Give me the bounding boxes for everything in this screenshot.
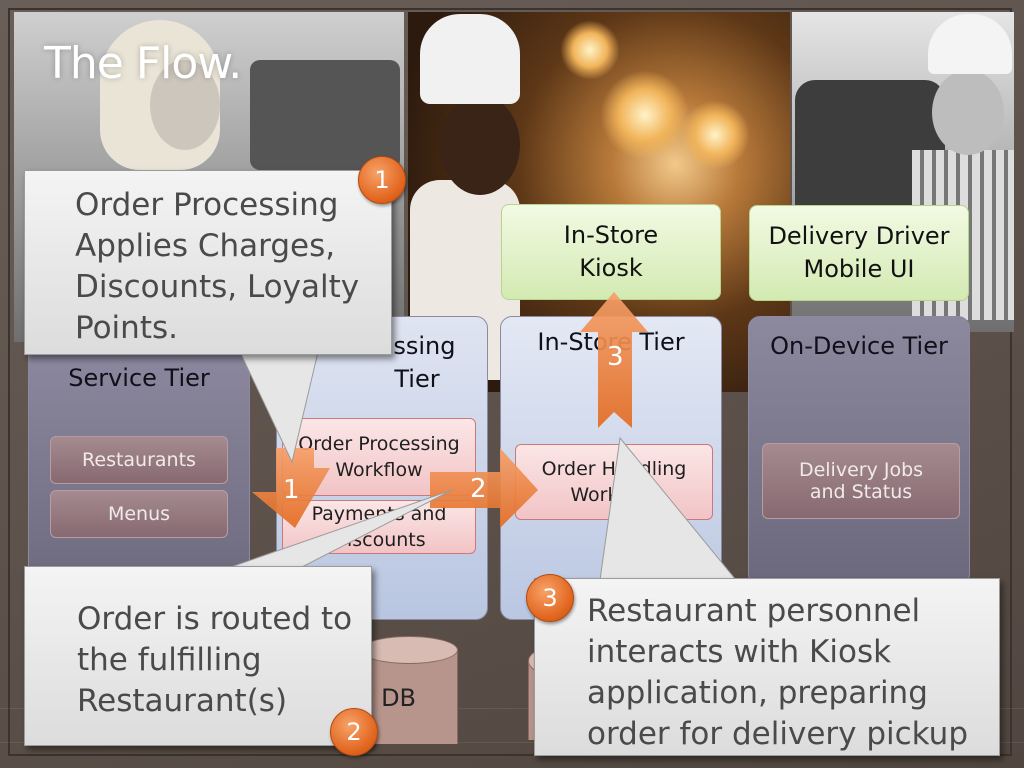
step-3-badge: 3 (526, 574, 574, 622)
in-store-kiosk-label: In-Store Kiosk (563, 221, 659, 282)
background-grid-line (0, 742, 1024, 743)
arrow-3-shape (580, 292, 648, 428)
on-device-tier-title: On-Device Tier (770, 332, 948, 360)
delivery-jobs-component: Delivery Jobs and Status (762, 443, 960, 519)
callout-order-processing: Order Processing Applies Charges, Discou… (24, 170, 392, 355)
callout-order-routing: Order is routed to the fulfilling Restau… (24, 566, 372, 746)
restaurants-component: Restaurants (50, 436, 228, 484)
background-grid-line (0, 708, 1024, 709)
menus-component: Menus (50, 490, 228, 538)
chef-hat-shape (420, 14, 520, 104)
slide-border (8, 8, 1012, 756)
callout-1-pointer (239, 351, 319, 464)
kitchen-light (560, 20, 620, 80)
menus-label: Menus (107, 503, 171, 525)
delivery-driver-ui-label: Delivery Driver Mobile UI (768, 222, 950, 283)
chef-face-shape (440, 95, 520, 195)
callout-restaurant-personnel: Restaurant personnel interacts with Kios… (534, 578, 1000, 756)
sofa-shape (250, 60, 400, 170)
restaurants-label: Restaurants (82, 449, 196, 471)
delivery-driver-ui-box: Delivery Driver Mobile UI (749, 205, 969, 301)
callout-2-pointer (227, 489, 453, 569)
arrow-2-shape (430, 448, 538, 528)
database-cylinder-top (360, 636, 458, 664)
callout-3-text: Restaurant personnel interacts with Kios… (587, 593, 968, 752)
arrow-1-number: 1 (283, 475, 300, 505)
customer-face-shape (150, 60, 220, 150)
step-2-badge: 2 (330, 708, 378, 756)
in-store-kiosk-box: In-Store Kiosk (501, 204, 721, 300)
driver-cap-shape (928, 14, 1012, 74)
slide-title: The Flow. (44, 38, 242, 89)
arrow-1-shape (252, 448, 330, 528)
callout-1-text: Order Processing Applies Charges, Discou… (75, 187, 360, 346)
arrow-2-number: 2 (470, 474, 487, 504)
callout-2-text: Order is routed to the fulfilling Restau… (77, 601, 353, 719)
callout-3-pointer (599, 436, 738, 581)
arrow-3-number: 3 (607, 342, 624, 372)
kitchen-light (600, 70, 690, 160)
service-tier-title: Service Tier (68, 364, 210, 392)
step-1-badge: 1 (358, 156, 406, 204)
kitchen-light (680, 100, 750, 170)
delivery-jobs-label: Delivery Jobs and Status (798, 459, 924, 503)
driver-face-shape (932, 70, 1004, 155)
